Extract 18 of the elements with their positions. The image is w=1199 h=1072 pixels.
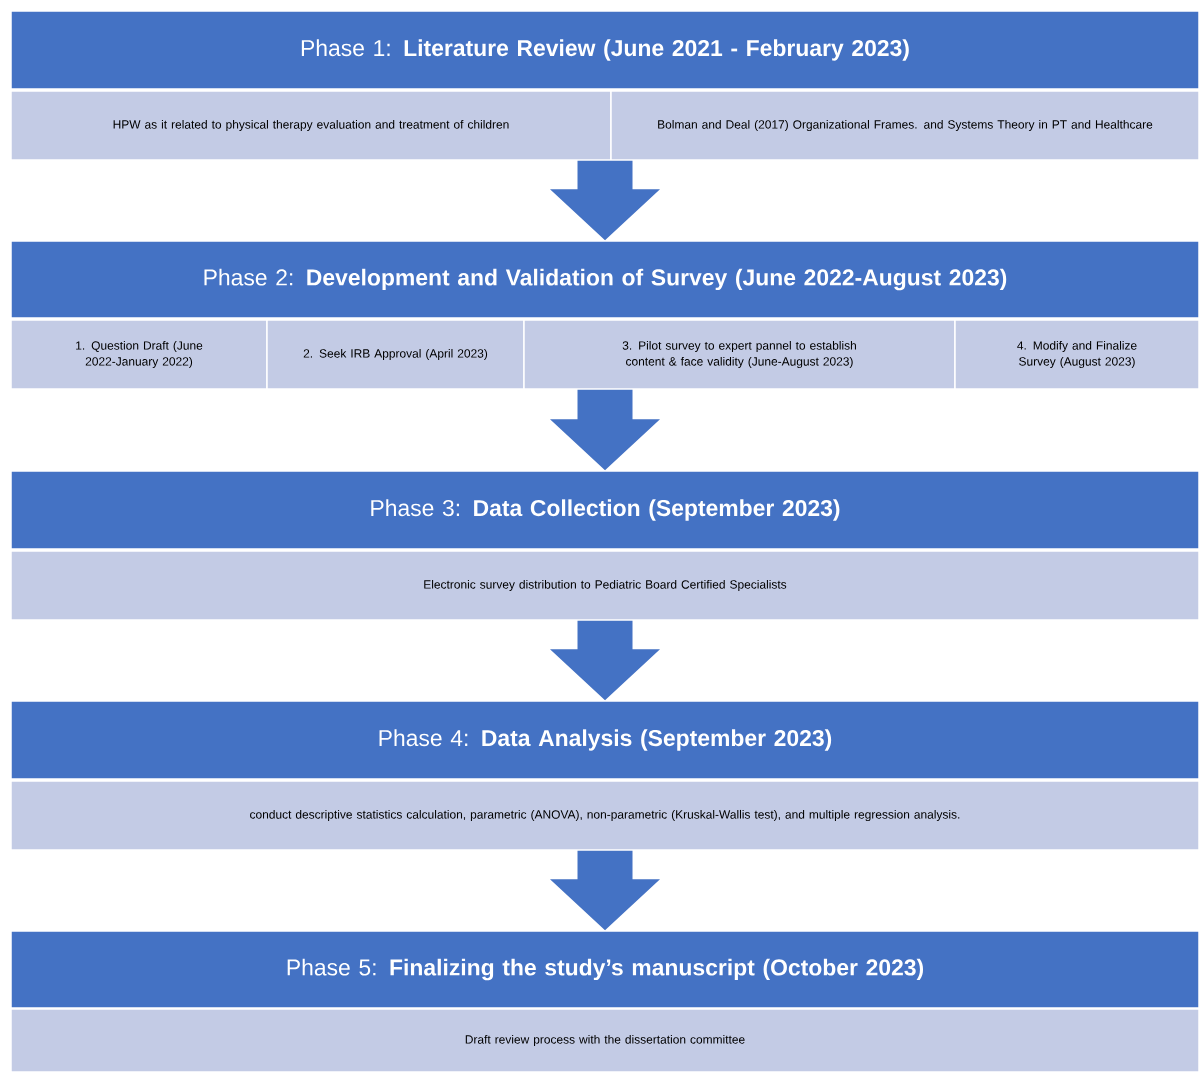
step-box: conduct descriptive statistics calculation, parametric (ANOVA), non-parametric (Kruskal-Wallis test), and multiple regression analysis. <box>10 780 1199 851</box>
step-box: Bolman and Deal (2017) Organizational Frames. and Systems Theory in PT and Healthcare <box>610 90 1199 161</box>
block-arrow <box>550 620 660 701</box>
step-box: Electronic survey distribution to Pediatric Board Certified Specialists <box>10 550 1199 621</box>
phase-header: Phase 5: Finalizing the study’s manuscript (October 2023) <box>10 930 1199 1009</box>
step-box: 2. Seek IRB Approval (April 2023) <box>266 319 525 390</box>
step-box: HPW as it related to physical therapy evaluation and treatment of children <box>10 90 612 161</box>
block-arrow <box>550 160 660 241</box>
step-box: Draft review process with the dissertation committee <box>10 1008 1199 1072</box>
step-box: 3. Pilot survey to expert pannel to establish content & face validity (June-August 2023) <box>523 319 956 390</box>
step-box: 4. Modify and Finalize Survey (August 2023) <box>954 319 1199 390</box>
phase-header: Phase 1: Literature Review (June 2021 - February 2023) <box>10 10 1199 90</box>
phase-header: Phase 3: Data Collection (September 2023) <box>10 470 1199 550</box>
step-box: 1. Question Draft (June 2022-January 2022) <box>10 319 268 390</box>
block-arrow <box>550 850 660 931</box>
phase-header: Phase 2: Development and Validation of Survey (June 2022-August 2023) <box>10 240 1199 319</box>
block-arrow <box>550 389 660 471</box>
phase-header: Phase 4: Data Analysis (September 2023) <box>10 700 1199 780</box>
